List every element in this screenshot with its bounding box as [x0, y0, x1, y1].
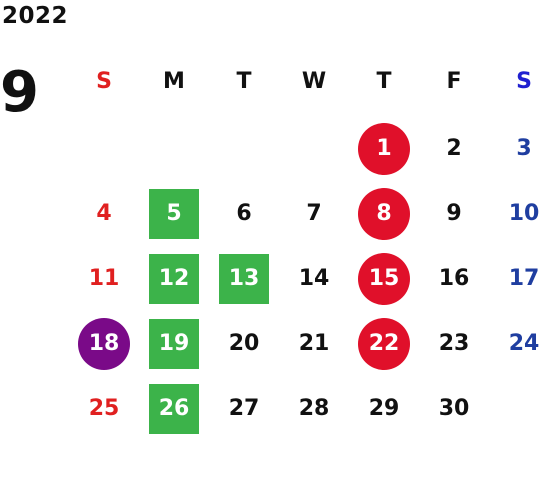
day-number: 17	[508, 266, 540, 291]
day-cell[interactable]: 1	[349, 116, 419, 181]
day-number: 27	[228, 396, 260, 421]
day-number: 10	[508, 201, 540, 226]
day-number: 4	[96, 201, 112, 226]
day-number: 6	[236, 201, 252, 226]
day-cell[interactable]: 13	[209, 246, 279, 311]
day-cell-empty	[209, 116, 279, 181]
day-cell-empty	[279, 116, 349, 181]
day-cell[interactable]: 29	[349, 376, 419, 441]
day-cell[interactable]: 5	[139, 181, 209, 246]
weekday-header-thursday: T	[376, 68, 392, 94]
day-cell[interactable]: 3	[489, 116, 548, 181]
day-cell[interactable]: 17	[489, 246, 548, 311]
day-cell-empty	[489, 376, 548, 441]
day-number	[148, 123, 200, 175]
day-number	[498, 383, 548, 435]
day-number: 3	[516, 136, 532, 161]
day-cell[interactable]: 10	[489, 181, 548, 246]
day-cell[interactable]: 27	[209, 376, 279, 441]
day-cell[interactable]: 19	[139, 311, 209, 376]
day-number: 16	[438, 266, 470, 291]
day-number: 30	[438, 396, 470, 421]
day-number: 23	[438, 331, 470, 356]
day-number	[288, 123, 340, 175]
day-cell[interactable]: 8	[349, 181, 419, 246]
day-number: 14	[298, 266, 330, 291]
day-number: 26	[149, 383, 199, 434]
weekday-header-saturday: S	[516, 68, 532, 94]
day-cell-empty	[139, 116, 209, 181]
day-number	[78, 123, 130, 175]
day-cell[interactable]: 11	[69, 246, 139, 311]
weekday-header-friday: F	[446, 68, 462, 94]
day-number: 15	[358, 252, 410, 305]
day-number: 25	[88, 396, 120, 421]
calendar-month: 9	[0, 60, 39, 125]
calendar-year: 2022	[2, 3, 69, 29]
day-number: 13	[219, 253, 269, 304]
day-number: 12	[149, 253, 199, 304]
day-number	[218, 123, 270, 175]
day-number: 22	[358, 317, 410, 370]
weekday-header-monday: M	[163, 68, 185, 94]
day-cell[interactable]: 26	[139, 376, 209, 441]
calendar-grid: S M T W T F S 1 2 3 4 5 6 7 8 9 10 11 12…	[69, 46, 548, 441]
weekday-header-tuesday: T	[236, 68, 252, 94]
day-number: 7	[306, 201, 322, 226]
day-cell[interactable]: 18	[69, 311, 139, 376]
day-number: 20	[228, 331, 260, 356]
day-cell[interactable]: 14	[279, 246, 349, 311]
day-cell[interactable]: 24	[489, 311, 548, 376]
day-number: 21	[298, 331, 330, 356]
day-cell[interactable]: 30	[419, 376, 489, 441]
day-number: 11	[88, 266, 120, 291]
day-number: 28	[298, 396, 330, 421]
day-number: 24	[508, 331, 540, 356]
day-cell[interactable]: 20	[209, 311, 279, 376]
day-number: 29	[368, 396, 400, 421]
weekday-header-sunday: S	[96, 68, 112, 94]
day-number: 2	[446, 136, 462, 161]
day-cell[interactable]: 15	[349, 246, 419, 311]
day-number: 18	[78, 317, 130, 370]
day-cell[interactable]: 25	[69, 376, 139, 441]
day-cell[interactable]: 12	[139, 246, 209, 311]
day-cell[interactable]: 23	[419, 311, 489, 376]
day-cell[interactable]: 21	[279, 311, 349, 376]
day-cell[interactable]: 6	[209, 181, 279, 246]
day-cell[interactable]: 4	[69, 181, 139, 246]
weekday-header-wednesday: W	[301, 68, 327, 94]
day-cell[interactable]: 9	[419, 181, 489, 246]
day-cell-empty	[69, 116, 139, 181]
day-number: 5	[149, 188, 199, 239]
day-number: 1	[358, 122, 410, 175]
day-cell[interactable]: 28	[279, 376, 349, 441]
day-number: 8	[358, 187, 410, 240]
day-number: 9	[446, 201, 462, 226]
day-cell[interactable]: 16	[419, 246, 489, 311]
day-cell[interactable]: 2	[419, 116, 489, 181]
day-cell[interactable]: 22	[349, 311, 419, 376]
day-number: 19	[149, 318, 199, 369]
day-cell[interactable]: 7	[279, 181, 349, 246]
